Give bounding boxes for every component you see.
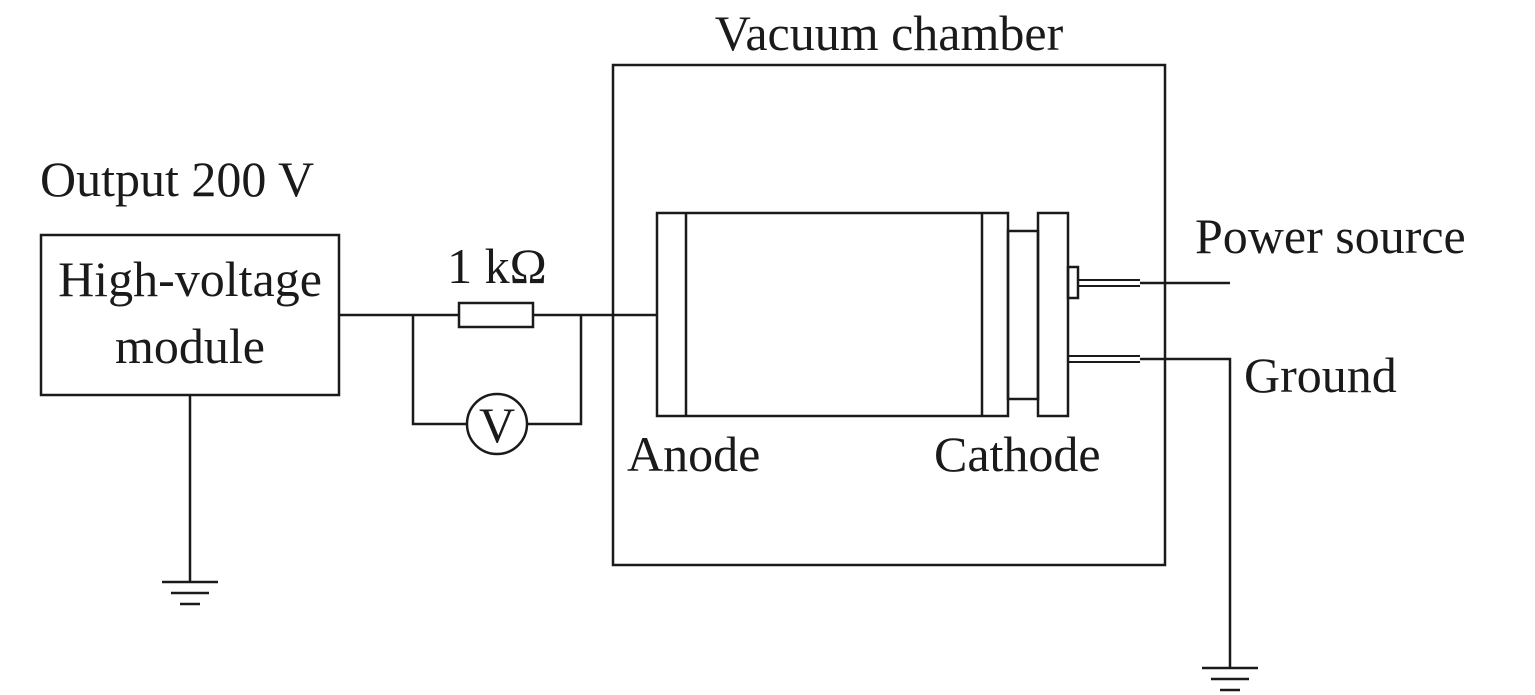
resistor [457, 301, 535, 329]
module-ground-symbol [162, 580, 218, 606]
ground-wire [1140, 357, 1232, 668]
power-source-label: Power source [1195, 208, 1466, 264]
cathode-collar [1006, 229, 1040, 401]
voltmeter-branch-left [411, 315, 467, 426]
cathode-label: Cathode [934, 426, 1101, 482]
tube-body [655, 211, 1010, 418]
resistor-label: 1 kΩ [447, 238, 547, 294]
power-source-pin [1078, 279, 1140, 287]
cathode-flange [1036, 211, 1070, 418]
voltmeter-label: V [479, 397, 515, 453]
vacuum-chamber-label: Vacuum chamber [715, 5, 1064, 61]
vacuum-chamber-box [611, 63, 1167, 567]
voltmeter-circle [465, 392, 529, 456]
ground-label: Ground [1244, 347, 1397, 403]
output-voltage-label: Output 200 V [40, 151, 314, 207]
hv-module-label-line2: module [115, 318, 265, 374]
chamber-ground-symbol [1202, 666, 1258, 692]
cathode-terminal [1066, 265, 1080, 300]
anode-label: Anode [627, 426, 760, 482]
hv-module-label-line1: High-voltage [58, 251, 322, 307]
ground-pin [1068, 355, 1140, 363]
voltmeter-branch-right [527, 315, 583, 426]
